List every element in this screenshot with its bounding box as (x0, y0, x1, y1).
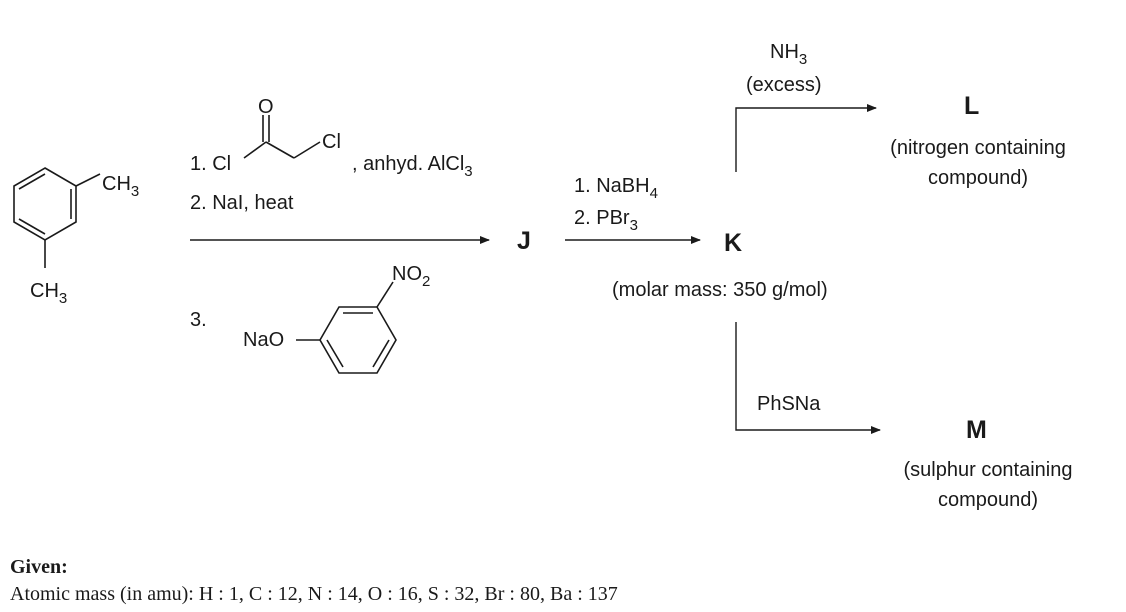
reaction-arrow-to-L (735, 104, 877, 172)
sodium-oxide-label: NaO (243, 329, 284, 351)
nitro-group-label: NO2 (392, 263, 430, 290)
benzene-ring (13, 167, 77, 241)
methyl-group-top: CH3 (102, 173, 139, 200)
excess-label: (excess) (746, 74, 822, 96)
given-heading: Given: (10, 556, 68, 578)
compound-J: J (517, 227, 531, 255)
reaction-scheme: CH3 CH3 1. Cl O Cl , anhyd. AlCl3 2. NaI… (13, 41, 1073, 511)
reagent-3-number: 3. (190, 309, 207, 331)
carbonyl-ch2-bond (265, 141, 295, 159)
ammonia-label: NH3 (770, 41, 807, 68)
compound-M-note-line2: compound) (938, 489, 1038, 511)
ring-double-bond (372, 339, 390, 368)
ring-double-bond (18, 218, 46, 235)
atomic-mass-text: Atomic mass (in amu): H : 1, C : 12, N :… (10, 583, 618, 605)
compound-K: K (724, 229, 742, 257)
chloroacetyl-chloride-structure (243, 115, 321, 159)
lewis-acid-label: , anhyd. AlCl3 (352, 153, 473, 180)
chlorine-label: Cl (322, 131, 341, 153)
compound-L: L (964, 92, 979, 120)
reagent-1-number: 1. Cl (190, 153, 231, 175)
methyl-group-bottom: CH3 (30, 280, 67, 307)
compound-L-note-line1: (nitrogen containing (890, 137, 1066, 159)
reaction-arrow-to-M (735, 322, 881, 434)
oxygen-label: O (258, 96, 274, 118)
compound-M: M (966, 416, 987, 444)
cl-carbonyl-bond (243, 141, 267, 159)
ring-double-bond (326, 339, 344, 368)
reagent-2-label: 2. NaI, heat (190, 192, 294, 214)
compound-K-note: (molar mass: 350 g/mol) (612, 279, 828, 301)
m-xylene-structure (13, 167, 101, 268)
benzene-ring (319, 306, 397, 374)
ch2-cl-bond (293, 141, 321, 159)
step2-reagent-1: 1. NaBH4 (574, 175, 658, 202)
compound-L-note-line2: compound) (928, 167, 1028, 189)
step2-reagent-2: 2. PBr3 (574, 207, 638, 234)
ring-double-bond (18, 173, 46, 190)
compound-M-note-line1: (sulphur containing (904, 459, 1073, 481)
methyl-bond (75, 173, 101, 187)
nitro-bond (376, 281, 394, 308)
thiophenoxide-label: PhSNa (757, 393, 821, 415)
nitrophenoxide-structure (296, 281, 397, 374)
